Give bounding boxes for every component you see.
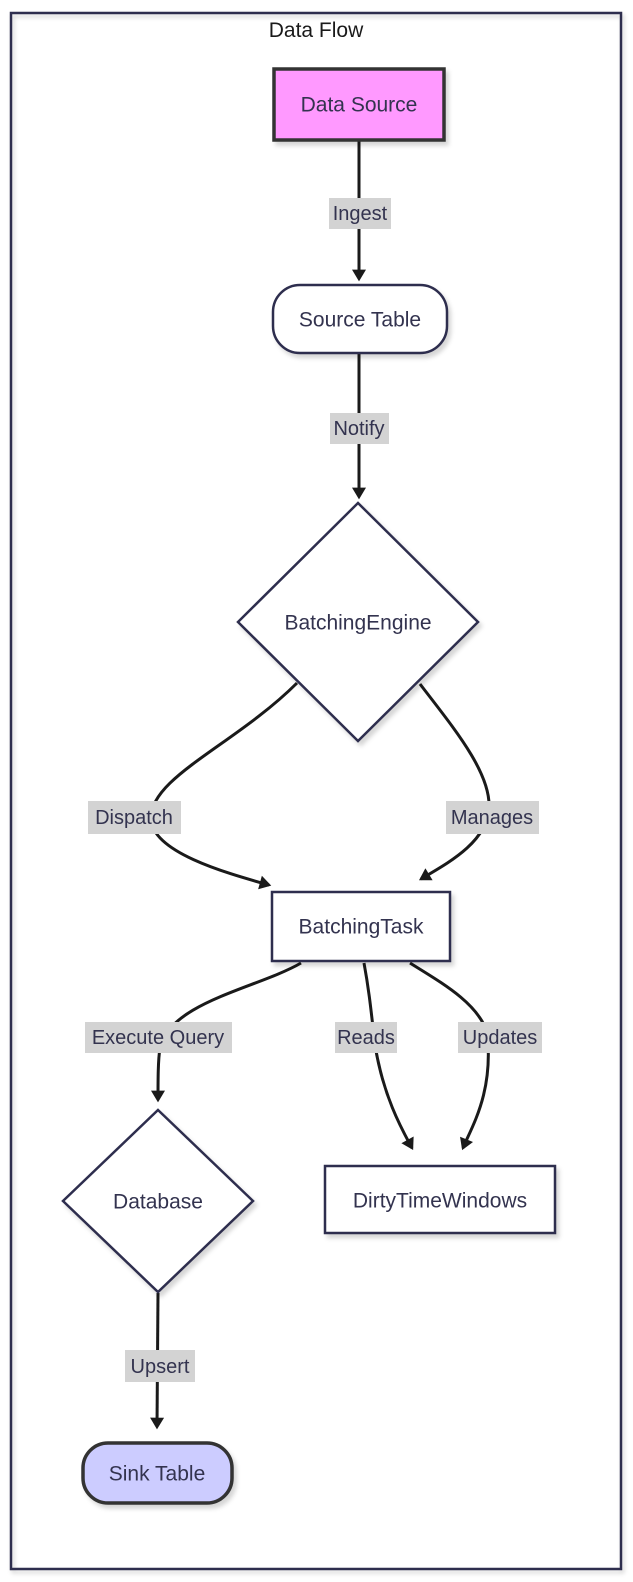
batching-task-label: BatchingTask bbox=[299, 915, 424, 938]
diagram-title: Data Flow bbox=[269, 19, 364, 42]
edge-label-reads: Reads bbox=[335, 1022, 397, 1053]
data-source-label: Data Source bbox=[301, 93, 418, 116]
dirty-time-windows-label: DirtyTimeWindows bbox=[353, 1189, 527, 1212]
database-label: Database bbox=[113, 1190, 203, 1213]
node-dirty-time-windows: DirtyTimeWindows bbox=[323, 1164, 557, 1235]
edge-manages-arrow bbox=[418, 683, 491, 881]
data-source-box bbox=[272, 67, 446, 142]
edge-label-upsert-text: Upsert bbox=[131, 1356, 190, 1378]
node-data-source: Data Source bbox=[272, 67, 446, 142]
dirty-time-windows-box bbox=[323, 1164, 557, 1235]
nodes-layer: Data Source Source Table BatchingEngine … bbox=[61, 67, 557, 1505]
sink-table-label: Sink Table bbox=[109, 1462, 206, 1485]
edge-label-execute-query-bg bbox=[85, 1022, 232, 1053]
diagram-border bbox=[9, 11, 623, 1571]
batching-engine-diamond bbox=[236, 501, 480, 743]
node-source-table: Source Table bbox=[271, 283, 449, 355]
edge-labels-layer: Ingest Notify Dispatch Manages Execute Q… bbox=[85, 198, 542, 1382]
batching-task-box bbox=[270, 890, 452, 963]
edge-label-upsert: Upsert bbox=[125, 1350, 195, 1382]
node-batching-task: BatchingTask bbox=[270, 890, 452, 963]
source-table-label: Source Table bbox=[299, 308, 421, 331]
edge-label-updates-text: Updates bbox=[463, 1027, 538, 1049]
node-batching-engine: BatchingEngine bbox=[236, 501, 480, 743]
edge-label-ingest: Ingest bbox=[329, 198, 391, 229]
edge-label-dispatch-bg bbox=[88, 801, 181, 834]
edge-label-updates-bg bbox=[458, 1022, 542, 1053]
edge-dispatch-arrow bbox=[149, 681, 299, 890]
node-sink-table: Sink Table bbox=[81, 1441, 234, 1505]
edge-updates-arrow bbox=[409, 961, 490, 1151]
edge-label-notify-text: Notify bbox=[333, 418, 384, 440]
edge-label-manages-bg bbox=[446, 801, 539, 834]
database-diamond bbox=[61, 1108, 255, 1294]
edge-label-upsert-bg bbox=[125, 1350, 195, 1382]
edge-label-ingest-bg bbox=[329, 198, 391, 229]
edge-reads-arrow bbox=[362, 962, 414, 1151]
edge-label-reads-bg bbox=[335, 1022, 397, 1053]
edge-label-execute-query: Execute Query bbox=[85, 1022, 232, 1053]
node-database: Database bbox=[61, 1108, 255, 1294]
edge-label-notify: Notify bbox=[330, 413, 389, 444]
source-table-stadium bbox=[271, 283, 449, 355]
sink-table-stadium bbox=[81, 1441, 234, 1505]
edge-label-updates: Updates bbox=[458, 1022, 542, 1053]
edge-label-dispatch-text: Dispatch bbox=[95, 807, 173, 829]
edge-label-execute-query-text: Execute Query bbox=[92, 1027, 224, 1049]
edge-label-dispatch: Dispatch bbox=[88, 801, 181, 834]
edge-label-reads-text: Reads bbox=[337, 1027, 395, 1049]
batching-engine-label: BatchingEngine bbox=[284, 611, 431, 634]
edge-label-ingest-text: Ingest bbox=[333, 203, 388, 225]
edge-label-notify-bg bbox=[330, 413, 389, 444]
edge-label-manages-text: Manages bbox=[451, 807, 533, 829]
edge-label-manages: Manages bbox=[446, 801, 539, 834]
